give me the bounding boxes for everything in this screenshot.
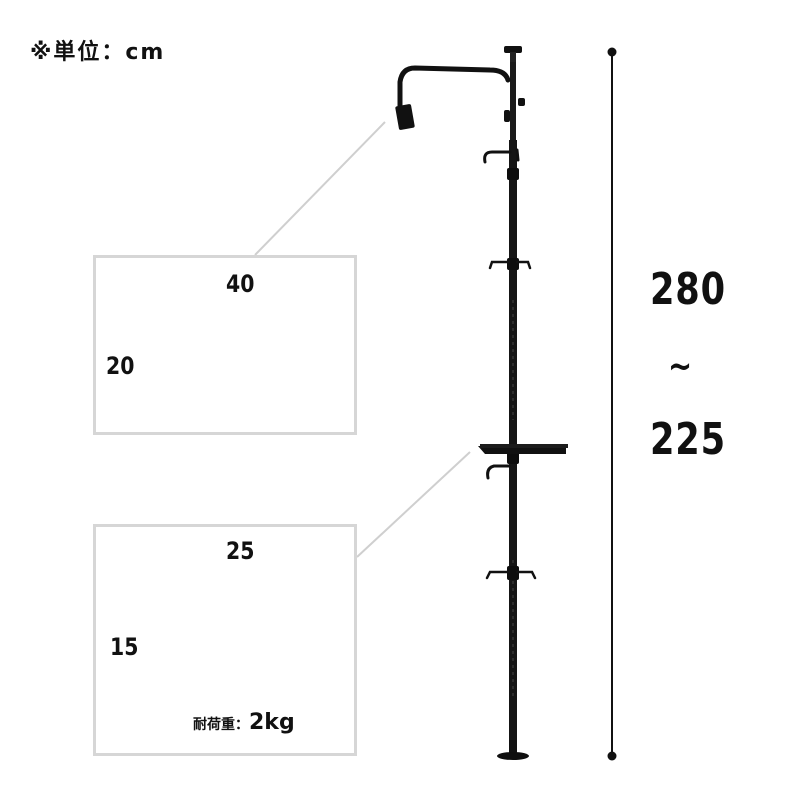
total-height-dimension-line: [607, 47, 617, 761]
bottom-hanger: [485, 570, 537, 580]
unit-note: ※単位：cm: [30, 40, 166, 65]
side-tray: [478, 444, 568, 454]
tray-height-label: 15: [110, 633, 139, 661]
mid-hanger: [488, 260, 532, 270]
lower-hook: [486, 464, 511, 480]
tray-callout-leader: [356, 451, 471, 558]
height-range-separator: ~: [668, 346, 693, 387]
load-capacity: 耐荷重：2kg: [193, 710, 295, 735]
arm-callout-leader: [254, 121, 386, 256]
max-height-value: 280: [650, 264, 726, 315]
arm-width-label: 40: [226, 270, 255, 298]
tray-width-label: 25: [226, 537, 255, 565]
tray-detail-panel: [93, 524, 357, 756]
min-height-value: 225: [650, 414, 726, 465]
load-capacity-value: 2kg: [249, 710, 295, 735]
upper-hook: [483, 148, 520, 164]
arm-detail-panel: [93, 255, 357, 435]
load-capacity-label: 耐荷重：: [193, 717, 249, 733]
lamp-arm: [395, 65, 511, 130]
arm-height-label: 20: [106, 352, 135, 380]
